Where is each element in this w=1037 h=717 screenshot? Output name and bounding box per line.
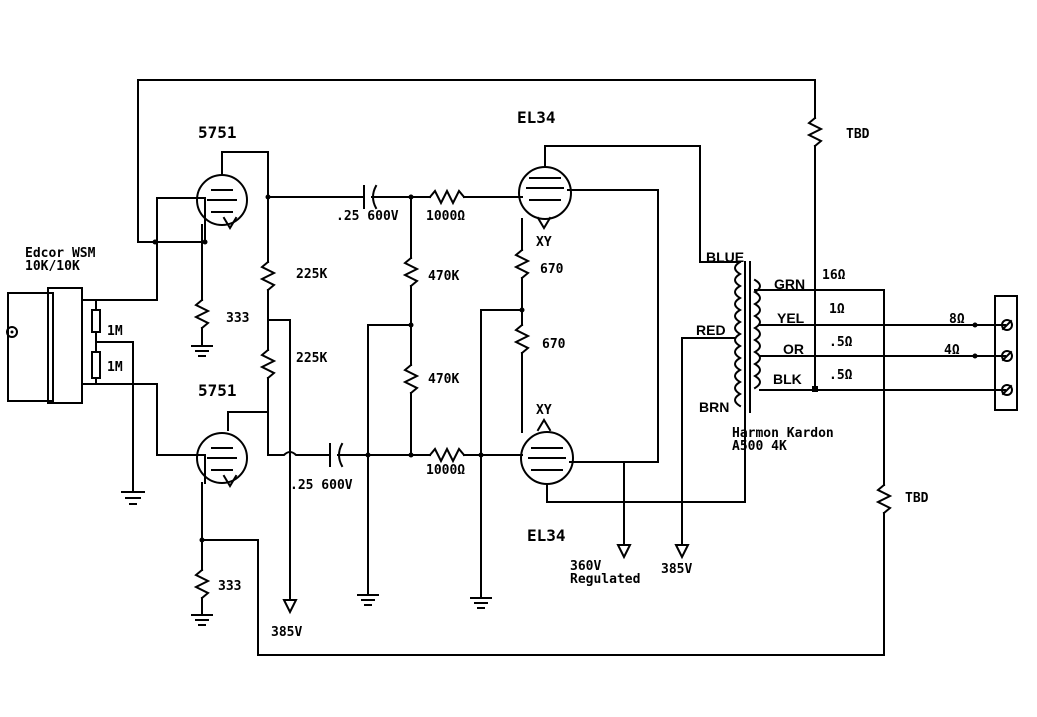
tube-v3-xy-label: XY — [536, 235, 552, 250]
otx-16-ohm-label: 16Ω — [822, 268, 846, 283]
supply-385v-left-label: 385V — [271, 625, 302, 640]
otx-model-label: A500 4K — [732, 439, 787, 454]
otx-name-label: Harmon Kardon — [732, 426, 834, 441]
screen-supply-regulated-label: Regulated — [570, 572, 640, 587]
otx-05-ohm-b-label: .5Ω — [829, 368, 853, 383]
grid-resistor-470k-upper-label: 470K — [428, 269, 459, 284]
tube-v1 — [196, 151, 269, 245]
cathode-resistor-upper-label: 333 — [226, 311, 249, 326]
tube-v4-label: EL34 — [527, 526, 566, 545]
coupling-cap-upper-label: .25 600V — [336, 209, 399, 224]
otx-blue-label: BLUE — [706, 249, 744, 265]
tube-v1-label: 5751 — [198, 123, 237, 142]
supply-385v-right-label: 385V — [661, 562, 692, 577]
otx-brn-label: BRN — [699, 399, 729, 415]
plate-load-resistors — [227, 151, 298, 615]
tube-v3-label: EL34 — [517, 108, 556, 127]
stopper-lower-label: 1000Ω — [426, 463, 465, 478]
tube-v4-xy-label: XY — [536, 403, 552, 418]
output-8-ohm-label: 8Ω — [949, 312, 965, 327]
otx-grn-label: GRN — [774, 276, 805, 292]
otx-1-ohm-label: 1Ω — [829, 302, 845, 317]
plate-resistor-upper-label: 225K — [296, 267, 327, 282]
cathode-670-lower-label: 670 — [542, 337, 566, 352]
input-transformer-ratio: 10K/10K — [25, 259, 80, 274]
coupling-lower — [267, 411, 523, 468]
tube-v3 — [518, 145, 701, 463]
grid-resistors-470k — [357, 196, 420, 606]
resistor-1m-bottom-label: 1M — [107, 360, 123, 375]
resistor-1m-top-label: 1M — [107, 324, 123, 339]
output-cathode-resistors — [470, 248, 531, 609]
tube-v2-label: 5751 — [198, 381, 237, 400]
grid-resistor-470k-lower-label: 470K — [428, 372, 459, 387]
otx-blk-label: BLK — [773, 371, 802, 387]
cathode-resistor-upper — [191, 224, 213, 357]
cathode-resistor-lower — [191, 482, 885, 656]
otx-red-label: RED — [696, 322, 726, 338]
input-transformer-label: Edcor WSM — [25, 246, 96, 261]
feedback-resistor-bottom-label: TBD — [905, 491, 929, 506]
tube-v2 — [196, 432, 248, 488]
plate-resistor-lower-label: 225K — [296, 351, 327, 366]
cathode-670-upper-label: 670 — [540, 262, 564, 277]
feedback-resistor-top-label: TBD — [846, 127, 870, 142]
otx-yel-label: YEL — [777, 310, 805, 326]
grid-resistor-pair — [81, 197, 206, 505]
stopper-upper-label: 1000Ω — [426, 209, 465, 224]
coupling-cap-lower-label: .25 600V — [290, 478, 353, 493]
output-4-ohm-label: 4Ω — [944, 343, 960, 358]
feedback-loop-top — [137, 79, 824, 291]
output-transformer — [674, 260, 1006, 656]
cathode-resistor-lower-label: 333 — [218, 579, 241, 594]
otx-05-ohm-a-label: .5Ω — [829, 335, 853, 350]
otx-or-label: OR — [783, 341, 804, 357]
screen-supply-label: 360V — [570, 559, 601, 574]
coupling-upper — [267, 184, 523, 210]
speaker-terminal-strip — [972, 295, 1018, 411]
input-transformer — [6, 287, 83, 404]
tube-v4 — [520, 399, 746, 560]
